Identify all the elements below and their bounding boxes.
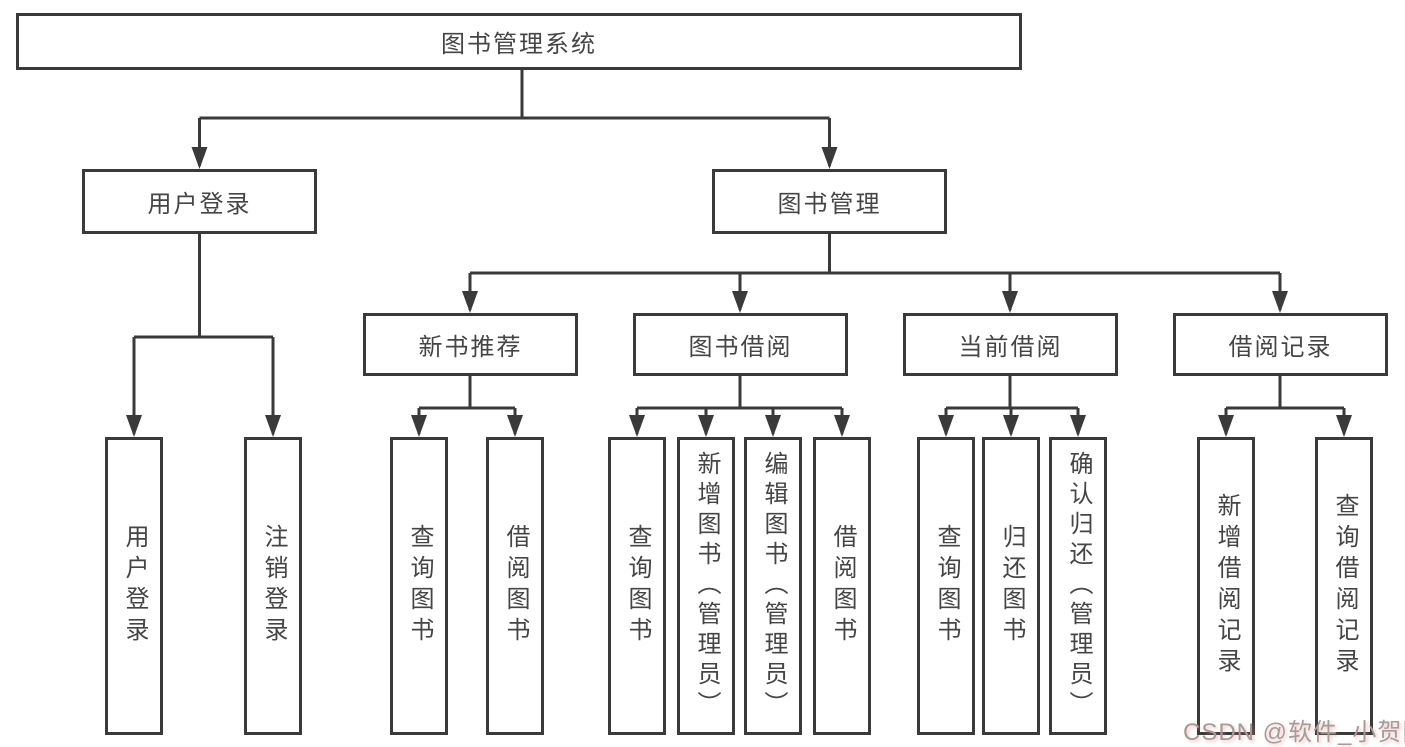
node-root-system: 图书管理系统 xyxy=(16,13,1022,70)
node-new-book-recommend: 新书推荐 xyxy=(363,313,578,376)
node-book-management-label: 图书管理 xyxy=(777,191,882,218)
leaf-recommend-query-books: 查询图书 xyxy=(390,437,448,735)
node-user-login: 用户登录 xyxy=(82,169,317,234)
leaf-current-return-books: 归还图书 xyxy=(982,437,1040,735)
leaf-borrowing-edit-books-admin: 编辑图书（管理员） xyxy=(744,437,802,735)
node-book-management: 图书管理 xyxy=(712,169,947,234)
leaf-logout-label: 注销登录 xyxy=(260,524,287,648)
node-current-borrowing-label: 当前借阅 xyxy=(958,334,1063,361)
leaf-records-query-record-label: 查询借阅记录 xyxy=(1331,493,1358,679)
csdn-watermark: CSDN @软件_小贺同学 xyxy=(1183,719,1405,746)
leaf-records-query-record: 查询借阅记录 xyxy=(1315,437,1373,735)
leaf-borrowing-add-books-admin: 新增图书（管理员） xyxy=(677,437,735,735)
leaf-borrowing-borrow-books: 借阅图书 xyxy=(813,437,871,735)
leaf-logout: 注销登录 xyxy=(244,437,302,735)
leaf-recommend-borrow-books: 借阅图书 xyxy=(486,437,544,735)
leaf-current-confirm-return-admin-label: 确认归还（管理员） xyxy=(1065,451,1092,721)
leaf-records-add-record-label: 新增借阅记录 xyxy=(1213,493,1240,679)
leaf-recommend-borrow-books-label: 借阅图书 xyxy=(502,524,529,648)
node-borrow-records-label: 借阅记录 xyxy=(1228,334,1333,361)
leaf-current-return-books-label: 归还图书 xyxy=(998,524,1025,648)
node-current-borrowing: 当前借阅 xyxy=(903,313,1118,376)
node-book-borrowing: 图书借阅 xyxy=(633,313,848,376)
node-root-label: 图书管理系统 xyxy=(441,31,597,58)
leaf-user-login: 用户登录 xyxy=(105,437,163,735)
node-borrow-records: 借阅记录 xyxy=(1173,313,1388,376)
leaf-recommend-query-books-label: 查询图书 xyxy=(406,524,433,648)
node-book-borrowing-label: 图书借阅 xyxy=(688,334,793,361)
leaf-records-add-record: 新增借阅记录 xyxy=(1197,437,1255,735)
leaf-current-query-books: 查询图书 xyxy=(917,437,975,735)
leaf-borrowing-query-books-label: 查询图书 xyxy=(624,524,651,648)
leaf-borrowing-add-books-admin-label: 新增图书（管理员） xyxy=(693,451,720,721)
leaf-borrowing-borrow-books-label: 借阅图书 xyxy=(829,524,856,648)
leaf-current-query-books-label: 查询图书 xyxy=(933,524,960,648)
leaf-current-confirm-return-admin: 确认归还（管理员） xyxy=(1049,437,1107,735)
leaf-user-login-label: 用户登录 xyxy=(121,524,148,648)
leaf-borrowing-query-books: 查询图书 xyxy=(608,437,666,735)
node-new-book-recommend-label: 新书推荐 xyxy=(418,334,523,361)
leaf-borrowing-edit-books-admin-label: 编辑图书（管理员） xyxy=(760,451,787,721)
node-user-login-label: 用户登录 xyxy=(147,191,252,218)
